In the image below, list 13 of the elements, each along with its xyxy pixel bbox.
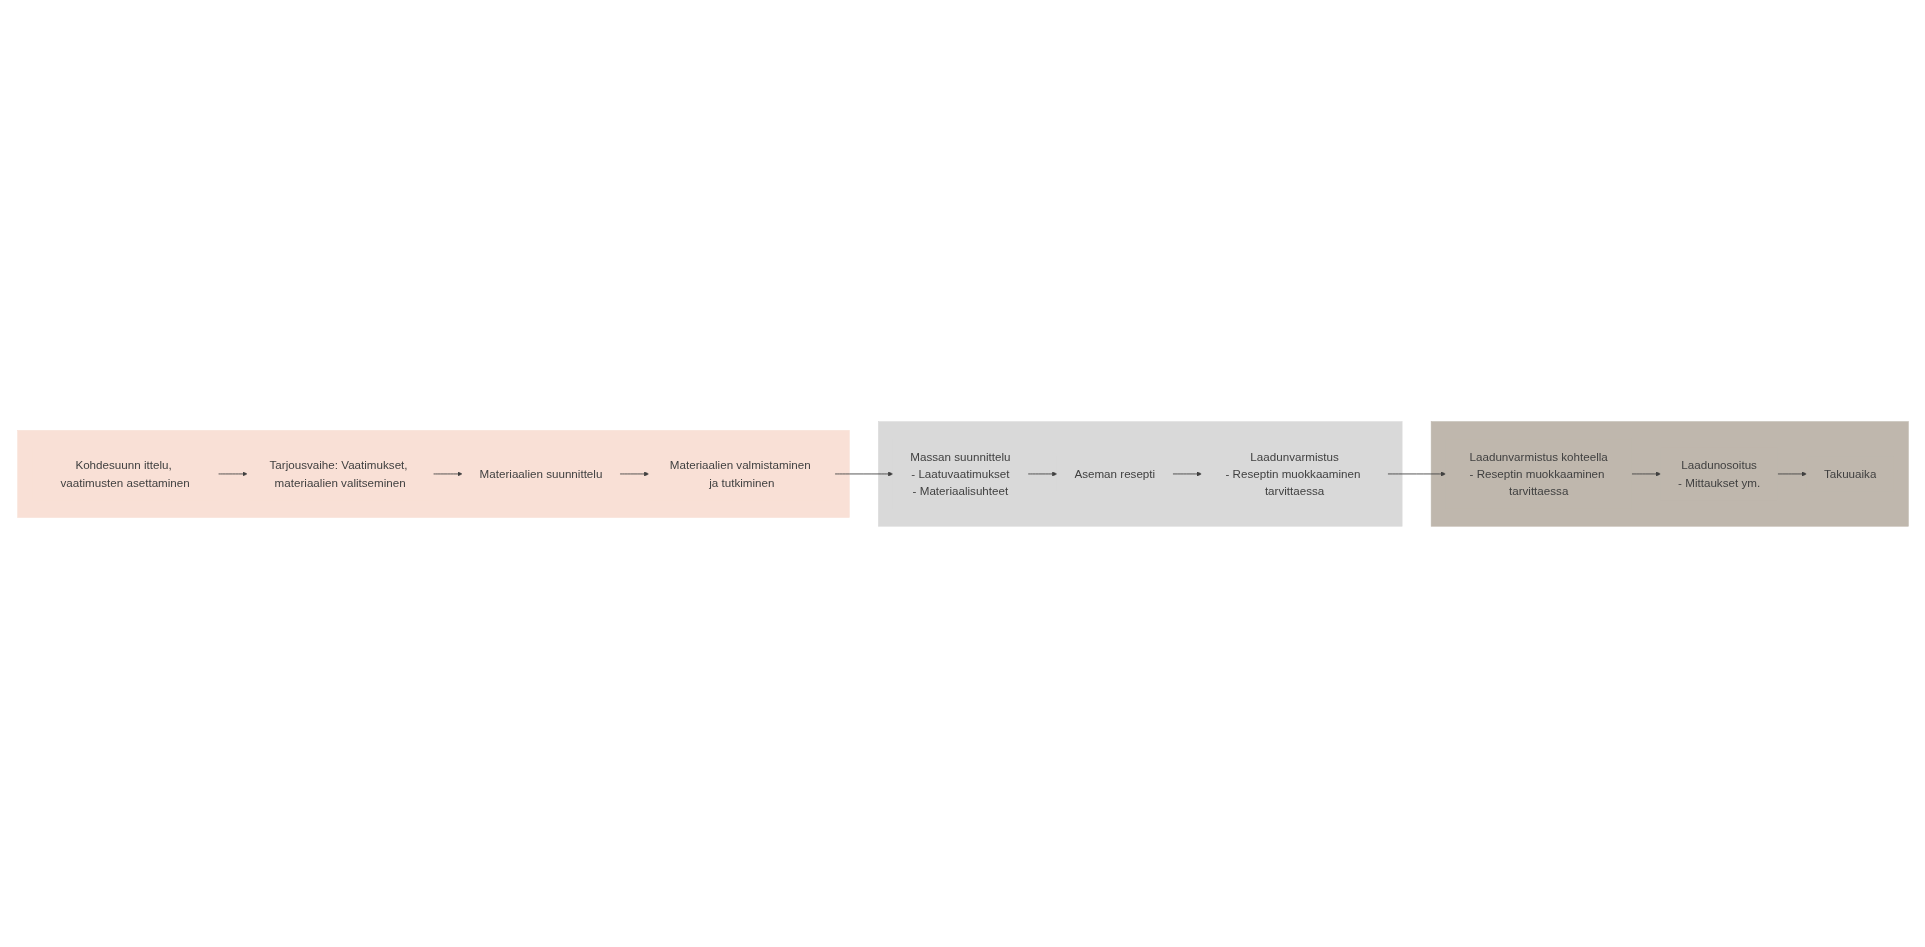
cluster: [877, 420, 1402, 527]
node-text: Laadunvarmistus - Reseptin muokkaaminen tarvittaessa: [1224, 449, 1360, 498]
node-text: Takuuaika: [1823, 467, 1876, 480]
node-text: Materiaalien valmistaminen ja tutkiminen: [669, 458, 811, 489]
cluster: [1430, 420, 1909, 527]
node-text: Kohdesuunn ittelu, vaatimusten asettaminen: [60, 458, 190, 489]
node-text: Aseman resepti: [1073, 467, 1155, 480]
cluster: [16, 429, 850, 518]
node-text: Tarjousvaihe: Vaatimukset, materiaalien valitseminen: [269, 458, 408, 489]
node-text: Laadunvarmistus kohteella - Reseptin muokkaaminen tarvittaessa: [1469, 449, 1608, 498]
node-text: Laadunosoitus - Mittaukset ym.: [1677, 458, 1760, 489]
node-text: Massan suunnittelu - Laatuvaatimukset - Materiaalisuhteet: [909, 449, 1010, 498]
node-text: Materiaalien suunnittelu: [479, 467, 602, 480]
